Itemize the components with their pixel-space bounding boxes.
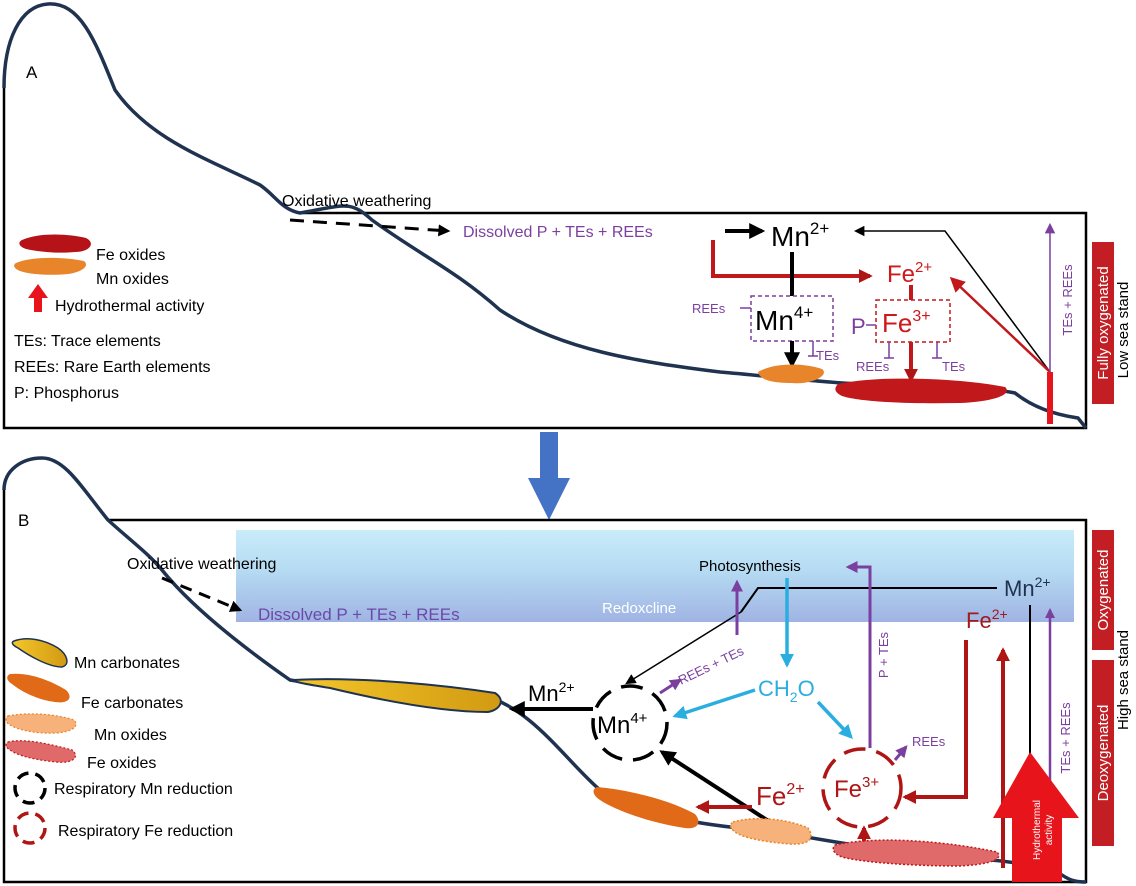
oxygenated-b: Oxygenated	[1095, 550, 1112, 631]
dissolved-to-fe2-arrow-a	[711, 240, 873, 283]
mn-oxide-deposit-a	[758, 364, 824, 384]
mn-oxide-deposit-b	[729, 817, 812, 845]
sea-stand-a: Low sea stand	[1115, 282, 1132, 379]
oxygen-state-a: Fully oxygenated	[1095, 266, 1112, 379]
mn2-a: Mn2+	[771, 219, 829, 252]
tes-fe-bond-a	[932, 342, 942, 359]
fe2-bottom-b: Fe2+	[756, 781, 805, 811]
weathering-arrow-b	[161, 576, 243, 612]
fe-oxide-deposit-b	[832, 839, 1000, 867]
ch2o-b: CH2O	[758, 676, 815, 705]
rees-tes-arrow-b	[659, 678, 683, 695]
ch2o-to-fe3-arrow-b	[816, 700, 853, 740]
rees-b: REEs	[912, 734, 946, 749]
legend-resp-mn: Respiratory Mn reduction	[54, 781, 233, 798]
hydrothermal-label-1: Hydrothermal	[1032, 800, 1043, 860]
oxygenated-box-b	[1092, 530, 1114, 650]
legend-fe-oxides: Fe oxides	[96, 247, 165, 264]
ch2o-to-mn4-arrow-b	[672, 688, 756, 720]
weathering-arrow-a	[289, 218, 451, 237]
transition-arrow	[528, 432, 570, 520]
panel-b-label: B	[18, 511, 29, 530]
oxidative-weathering-a: Oxidative weathering	[282, 193, 431, 210]
photosynthesis-b: Photosynthesis	[699, 558, 801, 575]
dissolved-a: Dissolved P + TEs + REEs	[463, 224, 653, 241]
legend-mn-carbonates-swatch	[11, 638, 68, 668]
oxygen-state-box-a	[1092, 242, 1114, 404]
mn2-top-line-b	[740, 587, 997, 613]
legend-fe-oxides-swatch	[19, 234, 91, 253]
p-tes-b: P + TEs	[876, 631, 891, 678]
dissolved-b: Dissolved P + TEs + REEs	[258, 605, 460, 624]
fe2-top-b: Fe2+	[966, 606, 1008, 633]
tes-rees-vertical-a: TEs + REEs	[1060, 264, 1075, 336]
fe-carbonate-deposit-b	[593, 787, 699, 829]
hydrothermal-label-2: activity	[1044, 815, 1055, 846]
mn4-a: Mn4+	[755, 303, 813, 336]
legend-rees-def: REEs: Rare Earth elements	[14, 359, 211, 376]
legend-b: Mn carbonates Fe carbonates Mn oxides Fe…	[5, 638, 233, 845]
legend-fe-carbonates: Fe carbonates	[81, 695, 183, 712]
rees-fe-bond-a	[884, 342, 894, 359]
rees-left-a: REEs	[692, 301, 726, 316]
mn-carbonate-deposit-b	[292, 678, 502, 714]
tes-fe-a: TEs	[942, 359, 966, 374]
legend-mn-oxides-swatch-b	[5, 713, 77, 734]
oxidative-weathering-b: Oxidative weathering	[127, 556, 276, 573]
legend-resp-mn-swatch	[13, 771, 47, 805]
legend-resp-fe: Respiratory Fe reduction	[58, 823, 233, 840]
p-label-a: P	[851, 314, 866, 339]
hydrothermal-to-fe2-arrow-a	[949, 276, 1051, 373]
tes-rees-vertical-b: TEs + REEs	[1058, 702, 1073, 774]
panel-a: A Oxidative weathering Dissolved P + TEs…	[2, 2, 1132, 430]
legend-mn-oxides-b: Mn oxides	[94, 727, 167, 744]
panel-a-label: A	[26, 63, 38, 82]
mn4-b: Mn4+	[597, 710, 648, 739]
legend-p-def: P: Phosphorus	[14, 385, 119, 402]
resp-fe-circle-b	[821, 747, 903, 829]
sea-stand-b: High sea stand	[1115, 630, 1132, 730]
mn2-top-b: Mn2+	[1004, 574, 1051, 601]
redoxcline-band	[236, 530, 1074, 622]
legend-mn-carbonates: Mn carbonates	[74, 655, 180, 672]
mn2-left-b: Mn2+	[528, 679, 575, 706]
fe2-a: Fe2+	[887, 259, 932, 288]
legend-resp-fe-swatch	[13, 811, 47, 845]
fe3-to-photosynthesis-arrow-b	[845, 561, 872, 748]
resp-mn-circle-b	[591, 684, 669, 762]
rees-arrow-b	[893, 745, 908, 761]
legend-mn-oxides: Mn oxides	[96, 271, 169, 288]
legend-fe-oxides-b: Fe oxides	[87, 755, 156, 772]
legend-tes-def: TEs: Trace elements	[14, 333, 161, 350]
fe-oxide-deposit-a	[835, 378, 1007, 404]
tes-mn-a: TEs	[816, 348, 840, 363]
fe3-box-a	[875, 299, 951, 343]
deoxygenated-b: Deoxygenated	[1095, 705, 1112, 802]
thin-arrow-to-mn2-a	[853, 225, 1051, 373]
redox-to-mn2-arrow-b	[625, 611, 742, 685]
legend-mn-oxides-swatch	[14, 257, 87, 275]
fe3-b: Fe3+	[834, 774, 879, 803]
tes-mn-bond-a	[808, 341, 818, 357]
redoxcline-label: Redoxcline	[602, 600, 676, 617]
legend-fe-oxides-swatch-b	[5, 740, 77, 763]
panel-b: Redoxcline B Oxidative weathering Dissol…	[2, 456, 1132, 884]
deoxygenated-box-b	[1092, 660, 1114, 846]
rees-fe-a: REEs	[856, 359, 890, 374]
fe2-top-to-fe3-arrow-b	[902, 640, 968, 804]
legend-hydrothermal-arrow	[28, 284, 48, 312]
mn-oxide-to-mn4-arrow-b	[659, 750, 772, 824]
legend-hydrothermal: Hydrothermal activity	[55, 298, 204, 315]
hydrothermal-arrow-b	[993, 752, 1079, 882]
legend-fe-carbonates-swatch	[7, 673, 70, 703]
legend-a: Fe oxides Mn oxides Hydrothermal activit…	[14, 234, 211, 402]
fe3-a: Fe3+	[882, 308, 931, 338]
